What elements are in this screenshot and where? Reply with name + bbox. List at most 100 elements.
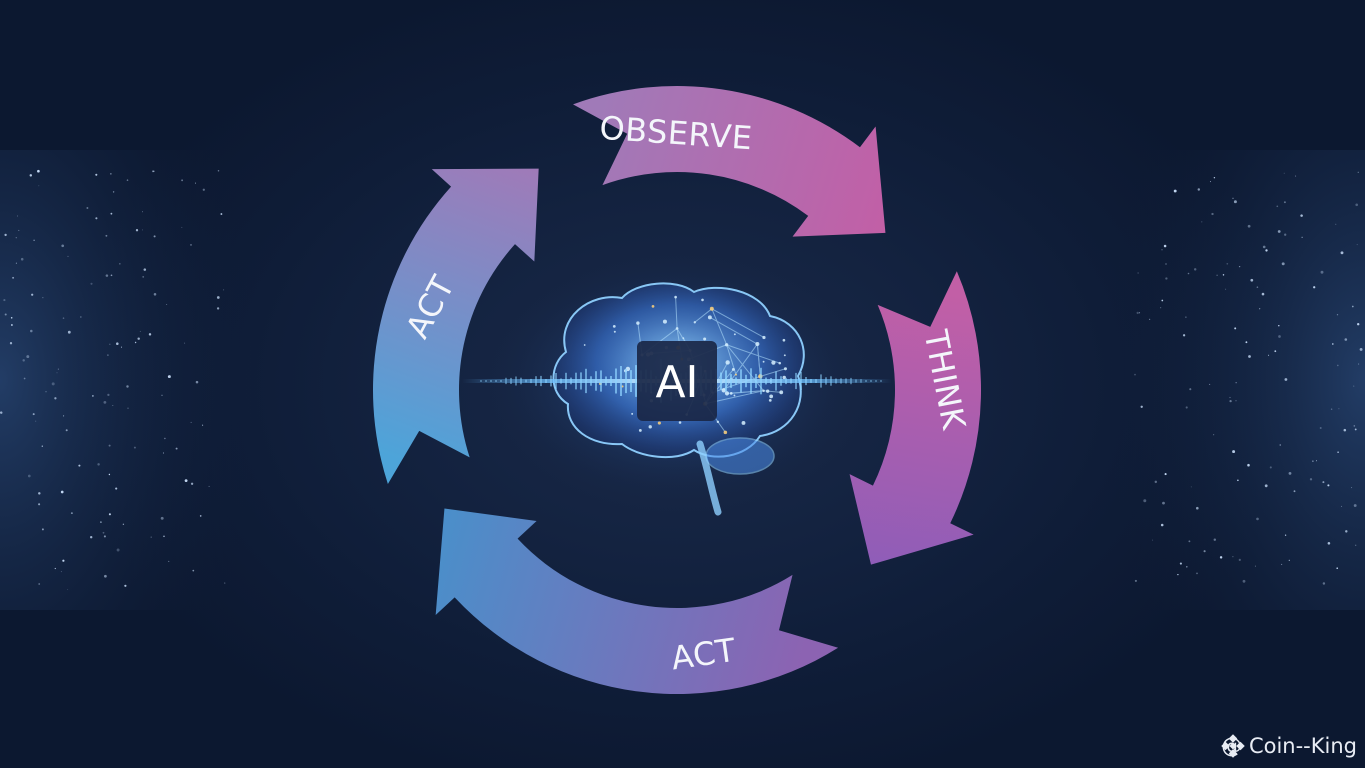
star bbox=[137, 337, 140, 340]
star bbox=[103, 401, 107, 404]
diamond-logo-icon bbox=[1221, 734, 1246, 758]
star bbox=[67, 588, 69, 590]
wave-bar bbox=[770, 378, 772, 384]
wave-bar bbox=[585, 368, 587, 394]
star bbox=[161, 394, 163, 396]
star bbox=[103, 535, 106, 538]
star bbox=[168, 560, 170, 562]
star bbox=[27, 474, 31, 478]
star bbox=[199, 515, 202, 517]
star bbox=[30, 329, 33, 333]
star bbox=[126, 385, 129, 388]
star bbox=[224, 582, 226, 584]
star bbox=[1216, 274, 1218, 276]
wave-bar bbox=[750, 368, 752, 394]
star bbox=[108, 444, 111, 447]
star bbox=[1245, 341, 1248, 344]
star bbox=[1160, 523, 1164, 527]
arrow-act bbox=[435, 508, 839, 694]
star bbox=[1359, 347, 1363, 351]
star bbox=[1138, 312, 1141, 314]
star bbox=[115, 487, 118, 490]
wave-bar bbox=[765, 377, 767, 385]
star bbox=[45, 390, 47, 393]
wave-bar bbox=[825, 377, 827, 385]
wave-bar bbox=[480, 380, 482, 382]
wave-bar bbox=[755, 373, 757, 388]
star bbox=[1188, 540, 1191, 543]
star bbox=[10, 317, 13, 319]
star bbox=[202, 188, 205, 191]
wave-bar bbox=[555, 373, 557, 389]
neuron-dot bbox=[657, 421, 661, 425]
star bbox=[1322, 481, 1325, 484]
wave-bar bbox=[545, 379, 547, 383]
neuron-dot bbox=[613, 330, 616, 333]
star bbox=[1201, 221, 1203, 223]
star bbox=[175, 447, 178, 450]
star bbox=[166, 303, 168, 305]
wave-bar bbox=[820, 374, 822, 388]
wave-bar bbox=[795, 372, 797, 390]
star bbox=[1279, 444, 1281, 446]
wave-bar bbox=[530, 378, 532, 384]
wave-bar bbox=[760, 367, 762, 395]
star bbox=[116, 548, 120, 552]
star bbox=[1254, 565, 1256, 567]
star bbox=[1283, 172, 1285, 174]
star bbox=[61, 244, 65, 248]
neuron-dot bbox=[612, 324, 616, 328]
wave-bar bbox=[565, 372, 567, 390]
star bbox=[1336, 314, 1339, 316]
star bbox=[1148, 318, 1151, 321]
star bbox=[1179, 562, 1182, 565]
wave-bar bbox=[880, 380, 882, 382]
right-starfield bbox=[1105, 150, 1365, 610]
star bbox=[1264, 484, 1268, 488]
wave-bar bbox=[575, 372, 577, 390]
neuron-dot bbox=[651, 305, 655, 308]
star bbox=[1269, 466, 1272, 469]
star bbox=[116, 342, 119, 345]
star bbox=[107, 354, 109, 356]
star bbox=[1355, 544, 1357, 546]
star bbox=[1337, 364, 1339, 367]
star bbox=[57, 368, 59, 370]
star bbox=[41, 445, 43, 447]
star bbox=[1219, 556, 1223, 559]
neuron-dot bbox=[762, 389, 765, 393]
wave-bar bbox=[730, 374, 732, 388]
star bbox=[1353, 425, 1356, 427]
star bbox=[1259, 308, 1261, 310]
star bbox=[1193, 268, 1197, 271]
wave-bar bbox=[500, 380, 502, 382]
star bbox=[20, 257, 24, 261]
star bbox=[1136, 311, 1139, 315]
star bbox=[108, 473, 111, 476]
neuron-dot bbox=[724, 343, 729, 347]
star bbox=[1140, 405, 1143, 408]
star bbox=[41, 528, 44, 531]
star bbox=[127, 407, 129, 409]
star bbox=[1250, 278, 1254, 282]
wave-bar bbox=[740, 369, 742, 393]
neuron-dot bbox=[783, 354, 786, 357]
arrow-observe bbox=[573, 86, 886, 237]
wave-bar bbox=[855, 379, 857, 383]
wave-bar bbox=[845, 378, 847, 384]
star bbox=[152, 170, 154, 173]
star bbox=[100, 521, 102, 523]
star bbox=[143, 268, 147, 271]
star bbox=[142, 276, 145, 278]
star bbox=[1312, 460, 1314, 462]
star bbox=[1265, 249, 1268, 252]
wave-bar bbox=[830, 376, 832, 386]
neuron-dot bbox=[675, 327, 679, 330]
star bbox=[1248, 355, 1251, 358]
star bbox=[105, 274, 109, 277]
star bbox=[181, 179, 184, 182]
star bbox=[1238, 265, 1241, 268]
star bbox=[15, 262, 17, 264]
star bbox=[134, 341, 137, 344]
wave-bar bbox=[485, 380, 487, 382]
